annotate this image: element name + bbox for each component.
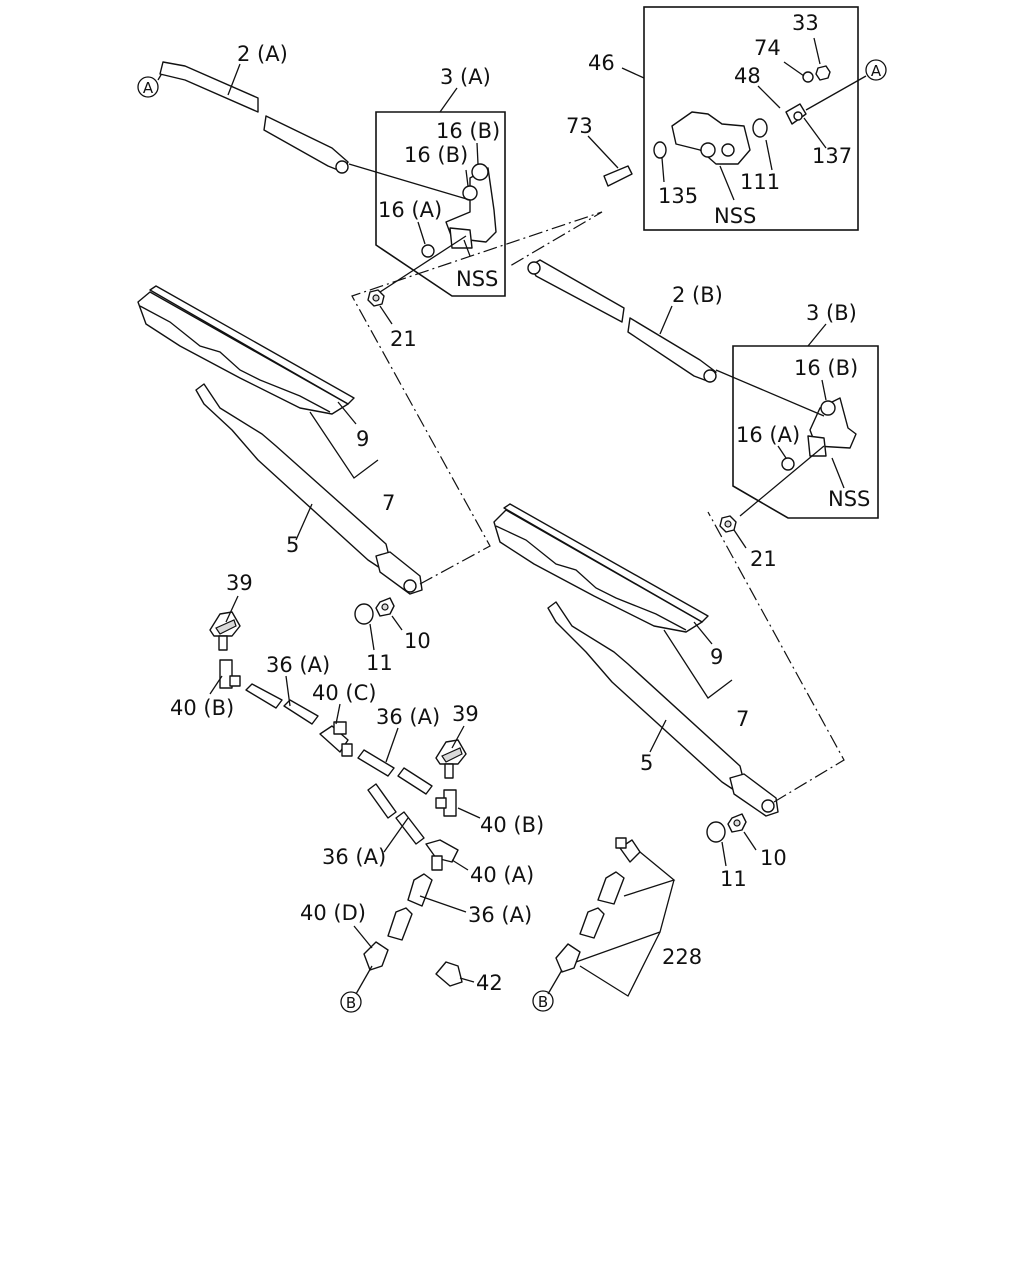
- label-39-1: 39: [226, 571, 253, 595]
- hose-36a-1: [245, 675, 319, 725]
- label-21-2: 21: [750, 547, 777, 571]
- label-74: 74: [754, 36, 781, 60]
- label-40a: 40 (A): [470, 863, 534, 887]
- label-36a-4: 36 (A): [468, 903, 532, 927]
- ref-circle-b-left: B: [340, 991, 362, 1013]
- label-nss-2: NSS: [714, 204, 756, 228]
- label-16a-1: 16 (A): [378, 198, 442, 222]
- dash-line-left: [351, 211, 603, 585]
- nut-cap-right: [706, 813, 757, 867]
- label-48: 48: [734, 64, 761, 88]
- label-11-1: 11: [366, 651, 393, 675]
- hose-assembly-228: [547, 837, 676, 997]
- label-9-1: 9: [356, 427, 369, 451]
- nut-21-upper: [367, 289, 393, 325]
- clip-42: [435, 961, 475, 987]
- pivot-box-3a: [348, 87, 506, 297]
- label-39-2: 39: [452, 702, 479, 726]
- svg-text:B: B: [346, 994, 356, 1012]
- label-7-2: 7: [736, 707, 749, 731]
- label-10-2: 10: [760, 846, 787, 870]
- label-nss-3: NSS: [828, 487, 870, 511]
- label-16b-1: 16 (B): [436, 119, 500, 143]
- link-rod-2b: [527, 259, 717, 383]
- svg-text:A: A: [871, 62, 882, 80]
- ref-circle-a-left: A: [137, 76, 159, 98]
- hose-36a-2: [357, 727, 433, 795]
- link-rod-2a: [157, 61, 349, 174]
- label-46: 46: [588, 51, 615, 75]
- hose-36a-3: [367, 783, 425, 853]
- connector-40b-right: [435, 789, 481, 819]
- wiper-arm-right: [547, 601, 779, 817]
- connector-40d: [353, 925, 389, 995]
- label-36a-1: 36 (A): [266, 653, 330, 677]
- label-228: 228: [662, 945, 702, 969]
- ref-circle-a-right: A: [865, 59, 887, 81]
- connector-40c: [319, 703, 353, 757]
- label-nss-1: NSS: [456, 267, 498, 291]
- label-2b: 2 (B): [672, 283, 723, 307]
- label-2a: 2 (A): [237, 42, 288, 66]
- label-16b-2: 16 (B): [404, 143, 468, 167]
- label-40c: 40 (C): [312, 681, 376, 705]
- label-9-2: 9: [710, 645, 723, 669]
- hose-36a-4: [387, 873, 467, 941]
- ref-circle-b-right: B: [532, 990, 554, 1012]
- label-7-1: 7: [382, 491, 395, 515]
- svg-text:A: A: [143, 79, 154, 97]
- label-73: 73: [566, 114, 593, 138]
- svg-text:B: B: [538, 993, 548, 1011]
- label-40b-1: 40 (B): [170, 696, 234, 720]
- labels: 2 (A) 3 (A) 16 (B) 16 (B) 16 (A) NSS 21 …: [170, 11, 870, 995]
- nut-cap-left: [354, 597, 403, 651]
- label-36a-2: 36 (A): [376, 705, 440, 729]
- label-16a-2: 16 (A): [736, 423, 800, 447]
- label-5-2: 5: [640, 751, 653, 775]
- nut-21-lower: [719, 515, 747, 549]
- label-40b-2: 40 (B): [480, 813, 544, 837]
- label-11-2: 11: [720, 867, 747, 891]
- label-111: 111: [740, 170, 780, 194]
- label-36a-3: 36 (A): [322, 845, 386, 869]
- label-42: 42: [476, 971, 503, 995]
- connector-40a: [425, 839, 469, 871]
- label-16b-3: 16 (B): [794, 356, 858, 380]
- label-5-1: 5: [286, 533, 299, 557]
- wiper-arm-left: [195, 383, 423, 595]
- label-3b: 3 (B): [806, 301, 857, 325]
- motor-box-46: [587, 6, 867, 231]
- label-33: 33: [792, 11, 819, 35]
- washer-nozzle-39-right: [435, 725, 467, 779]
- connector-40b-left: [209, 659, 241, 695]
- label-40d: 40 (D): [300, 901, 366, 925]
- label-137: 137: [812, 144, 852, 168]
- label-21-1: 21: [390, 327, 417, 351]
- pivot-box-3b: [715, 323, 879, 519]
- dash-line-right: [707, 511, 845, 803]
- label-135: 135: [658, 184, 698, 208]
- wiper-blade-right: [493, 503, 733, 699]
- wiper-blade-left: [137, 285, 379, 479]
- label-3a: 3 (A): [440, 65, 491, 89]
- washer-nozzle-39-left: [209, 595, 241, 651]
- label-10-1: 10: [404, 629, 431, 653]
